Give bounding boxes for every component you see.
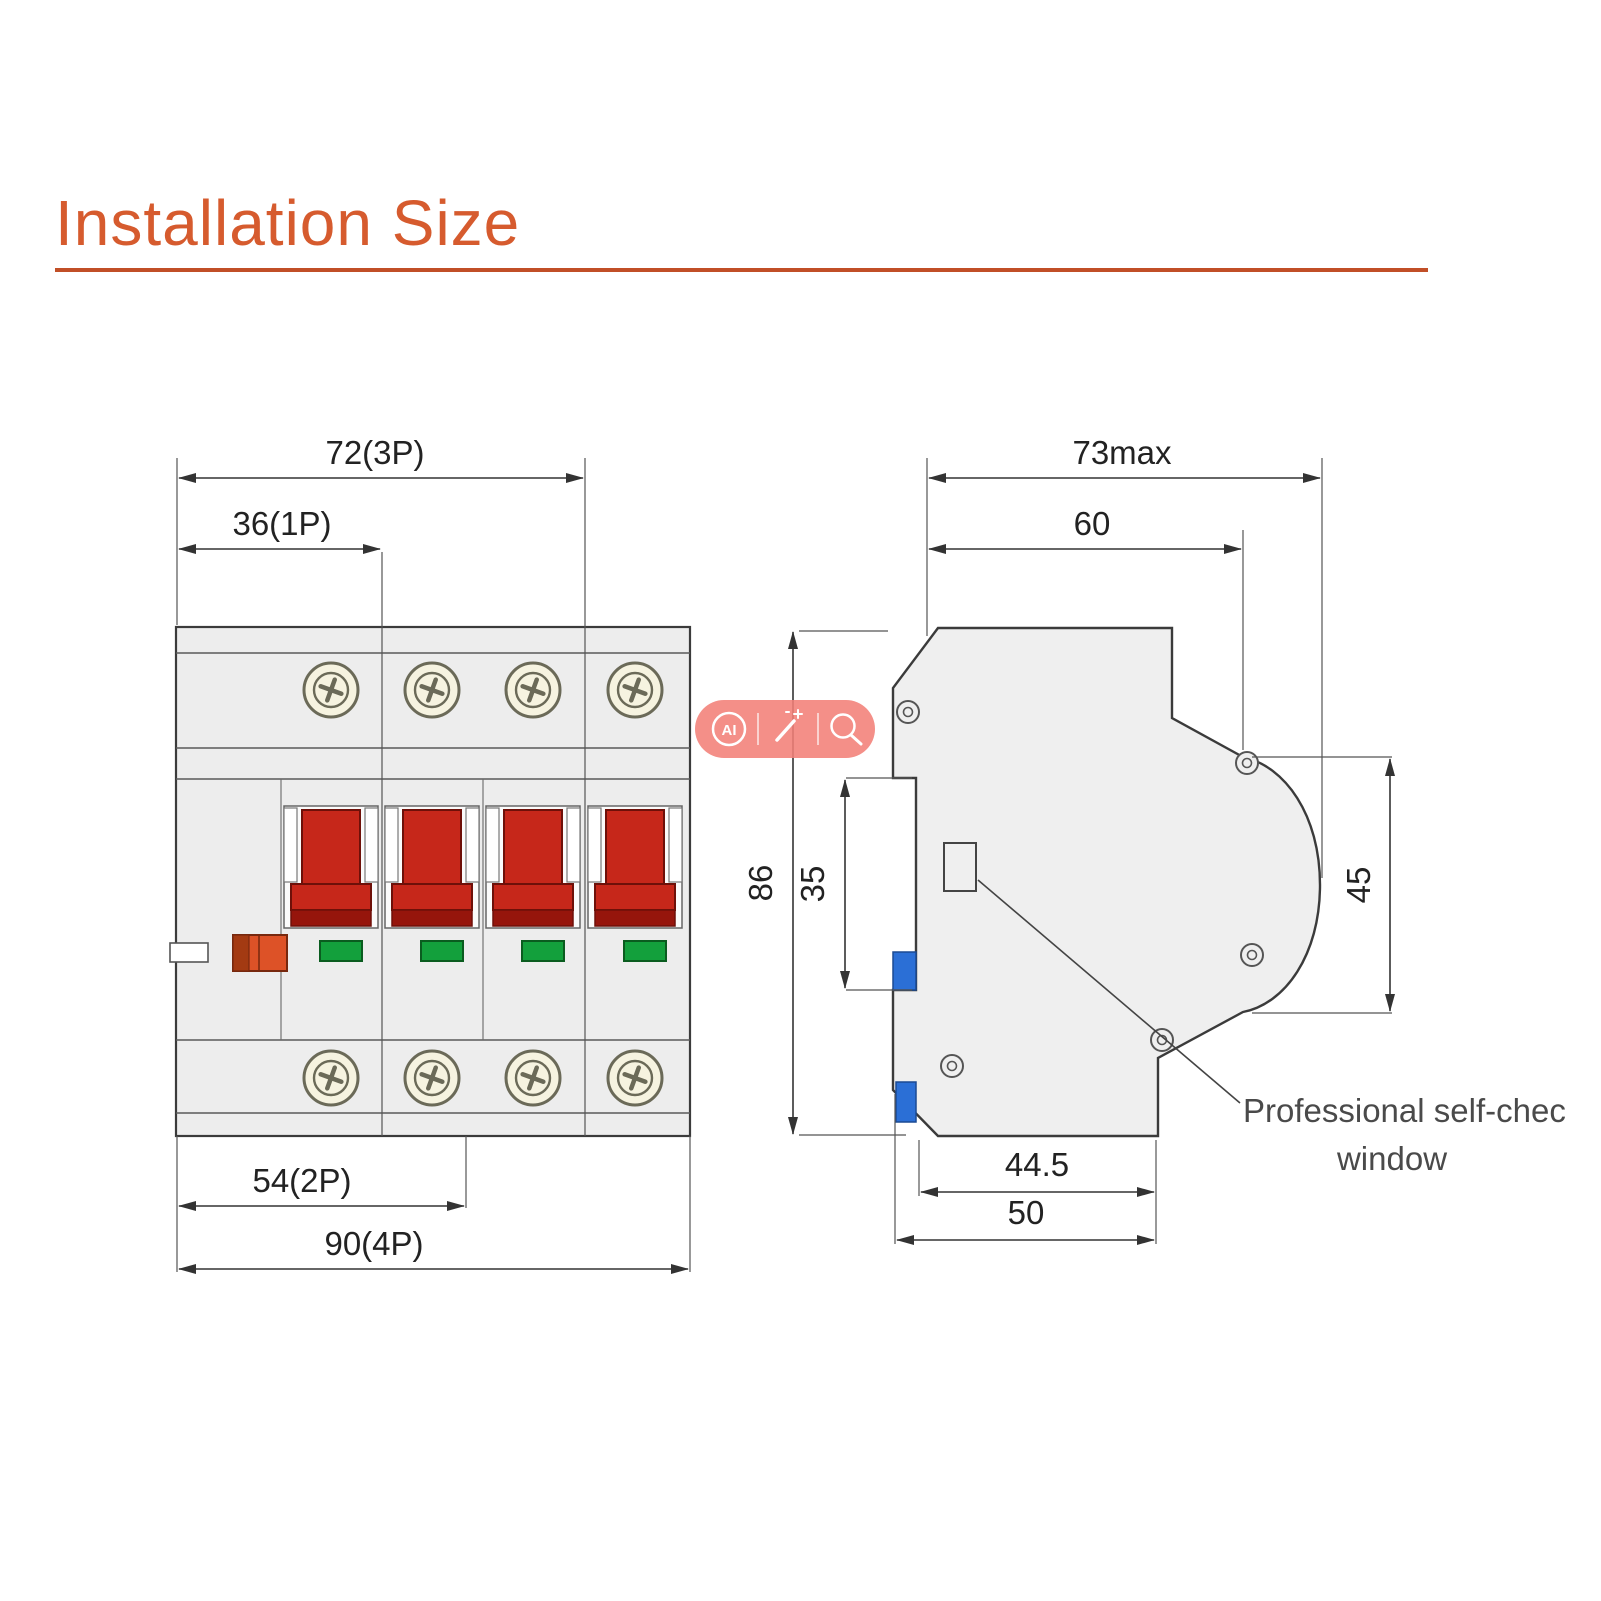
dim-90-4p-label: 90(4P) — [324, 1225, 423, 1262]
dim-50-label: 50 — [1008, 1194, 1045, 1231]
test-window — [169, 942, 209, 963]
dimension-60: 60 — [928, 505, 1242, 554]
dimension-86: 86 — [742, 631, 798, 1135]
self-check-note-line1: Professional self-chec — [1243, 1092, 1566, 1129]
dimension-44-5: 44.5 — [920, 1146, 1155, 1197]
edit-wand-icon[interactable] — [775, 709, 803, 742]
dimension-35: 35 — [794, 779, 850, 989]
ai-icon[interactable]: AI — [711, 711, 747, 747]
dimension-73max: 73max — [928, 434, 1321, 483]
title-underline — [55, 268, 1428, 272]
dim-35-label: 35 — [794, 866, 831, 903]
watermark-badge: AI — [695, 700, 875, 758]
dimension-90-4p: 90(4P) — [178, 1225, 689, 1274]
dim-54-2p-label: 54(2P) — [252, 1162, 351, 1199]
dim-45-label: 45 — [1340, 867, 1377, 904]
side-view: Professional self-chec window 73max 60 — [742, 434, 1566, 1245]
breaker-side-body — [891, 626, 1322, 1138]
dimension-50: 50 — [896, 1194, 1155, 1245]
dimension-36-1p: 36(1P) — [178, 505, 381, 554]
dim-36-1p-label: 36(1P) — [232, 505, 331, 542]
test-button — [232, 934, 288, 972]
page-title: Installation Size — [55, 187, 521, 259]
dimension-72-3p: 72(3P) — [178, 434, 584, 483]
self-check-window — [943, 842, 977, 892]
dim-72-3p-label: 72(3P) — [325, 434, 424, 471]
search-icon[interactable] — [830, 713, 863, 746]
din-clip — [892, 951, 917, 1123]
front-view: 72(3P) 36(1P) 54(2P) 90(4P) — [169, 434, 692, 1274]
dim-73max-label: 73max — [1072, 434, 1172, 471]
dim-60-label: 60 — [1074, 505, 1111, 542]
leader-line — [977, 879, 1241, 1104]
ai-icon-label: AI — [722, 722, 737, 739]
dimension-54-2p: 54(2P) — [178, 1162, 465, 1211]
dimension-45: 45 — [1340, 758, 1395, 1012]
dim-86-label: 86 — [742, 865, 779, 902]
self-check-note-line2: window — [1336, 1140, 1447, 1177]
dim-44-5-label: 44.5 — [1005, 1146, 1069, 1183]
